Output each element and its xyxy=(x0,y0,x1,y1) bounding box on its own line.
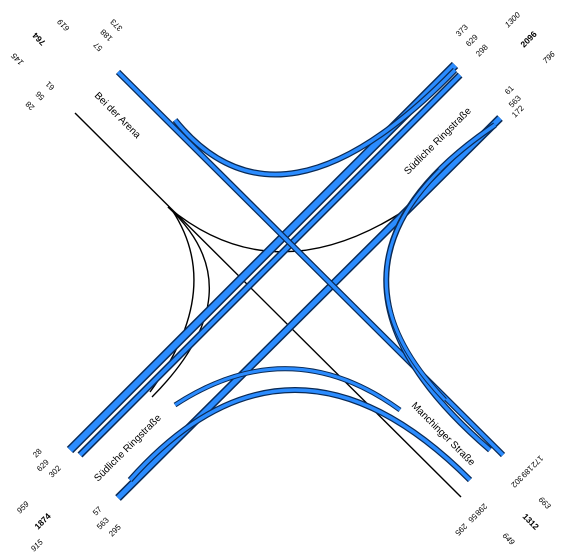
flow-sw-ne-2 xyxy=(78,73,462,457)
flow-top-arc xyxy=(173,68,457,177)
flow-bottom-arc xyxy=(128,388,472,482)
count-nw-lane-b-2: 56 xyxy=(33,89,46,102)
heavy-flows xyxy=(66,61,506,501)
street-label-ne: Südliche Ringstraße xyxy=(402,105,474,177)
count-se-in: 663 xyxy=(537,495,553,511)
count-nw-in: 619 xyxy=(55,17,71,33)
count-sw-in: 959 xyxy=(15,499,31,515)
flow-bottom-inner-arc xyxy=(174,367,401,412)
count-ne-in: 1300 xyxy=(503,10,522,29)
count-nw-lane-a-1: 373 xyxy=(108,17,124,33)
flow-nw-to-se xyxy=(74,112,462,498)
count-sw-total: 1874 xyxy=(32,511,53,532)
count-ne-lane-a-2: 629 xyxy=(464,32,480,48)
count-se-total: 1312 xyxy=(521,511,542,532)
count-ne-lane-a-1: 373 xyxy=(454,22,470,38)
counts-ne: 2096 1300 796 373 629 298 61 563 172 xyxy=(454,10,557,119)
count-sw-lane-b-3: 295 xyxy=(107,522,123,538)
count-ne-lane-a-3: 298 xyxy=(474,42,490,58)
count-nw-lane-a-3: 57 xyxy=(91,40,104,53)
count-ne-total: 2096 xyxy=(518,29,539,50)
count-sw-lane-a-3: 302 xyxy=(47,463,63,479)
count-se-out: 649 xyxy=(501,531,517,547)
count-ne-out: 796 xyxy=(541,49,557,65)
count-se-lane-b-3: 295 xyxy=(453,522,469,538)
count-nw-total: 764 xyxy=(30,30,47,47)
street-label-nw: Bei der Arena xyxy=(92,90,143,141)
count-nw-lane-a-2: 188 xyxy=(98,27,114,43)
count-sw-out: 915 xyxy=(29,537,45,553)
flow-right-inner-arc xyxy=(384,168,447,402)
counts-se: 1312 663 649 172 189 302 298 56 295 xyxy=(453,454,553,548)
count-nw-lane-b-1: 61 xyxy=(43,79,56,92)
count-ne-lane-b-1: 61 xyxy=(503,83,516,96)
flow-nw-to-sw-arc xyxy=(151,206,210,398)
count-nw-lane-b-3: 28 xyxy=(23,99,36,112)
count-sw-lane-b-1: 57 xyxy=(91,504,104,517)
count-sw-lane-a-1: 28 xyxy=(31,446,44,459)
count-nw-out: 145 xyxy=(9,51,25,67)
